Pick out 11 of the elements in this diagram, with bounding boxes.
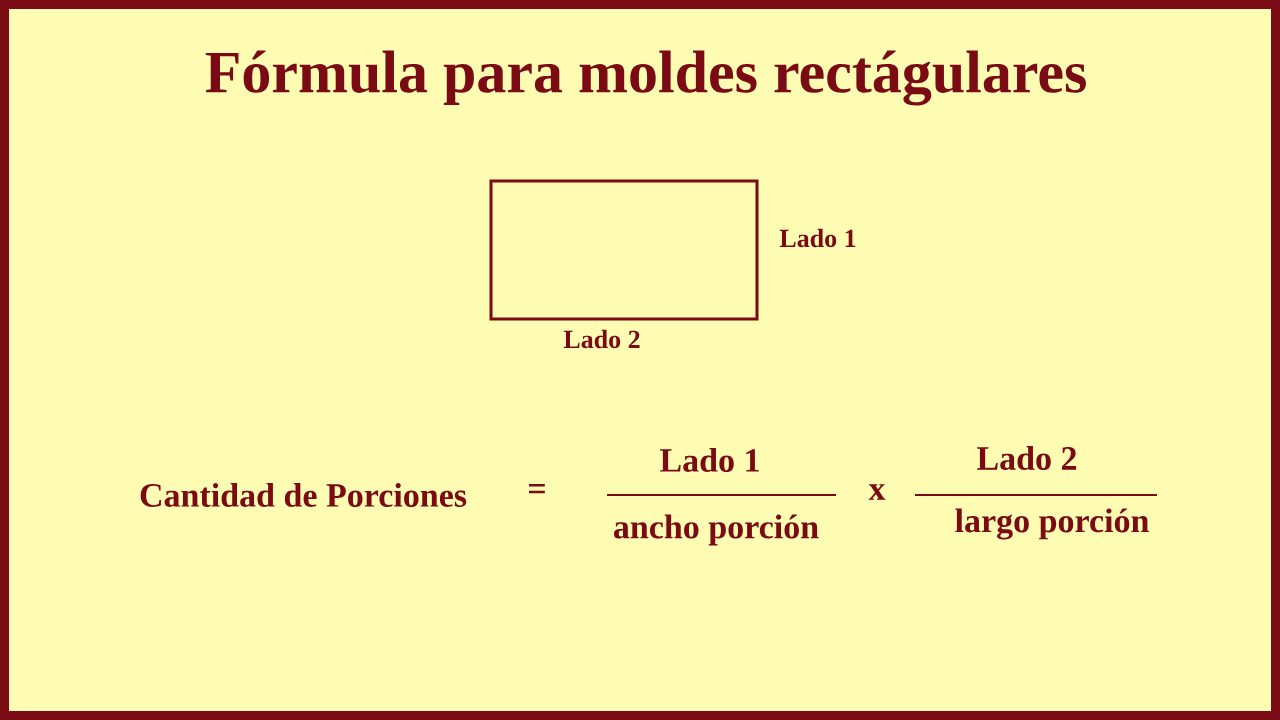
rectangle-shape [489,179,759,321]
side-label: Lado 2 [563,329,640,349]
equals-sign: = [529,484,545,494]
formula-text: Cantidad de Porciones [140,483,467,507]
multiply-sign: x [868,484,886,500]
denominator: ancho porción [614,514,819,546]
denominator: largo porción [955,508,1149,540]
numerator: Lado 1 [660,448,759,472]
numerator: Lado 2 [977,446,1077,470]
side-label: Lado 1 [779,228,856,248]
title: Fórmula para moldes rectágulares [205,50,1086,106]
